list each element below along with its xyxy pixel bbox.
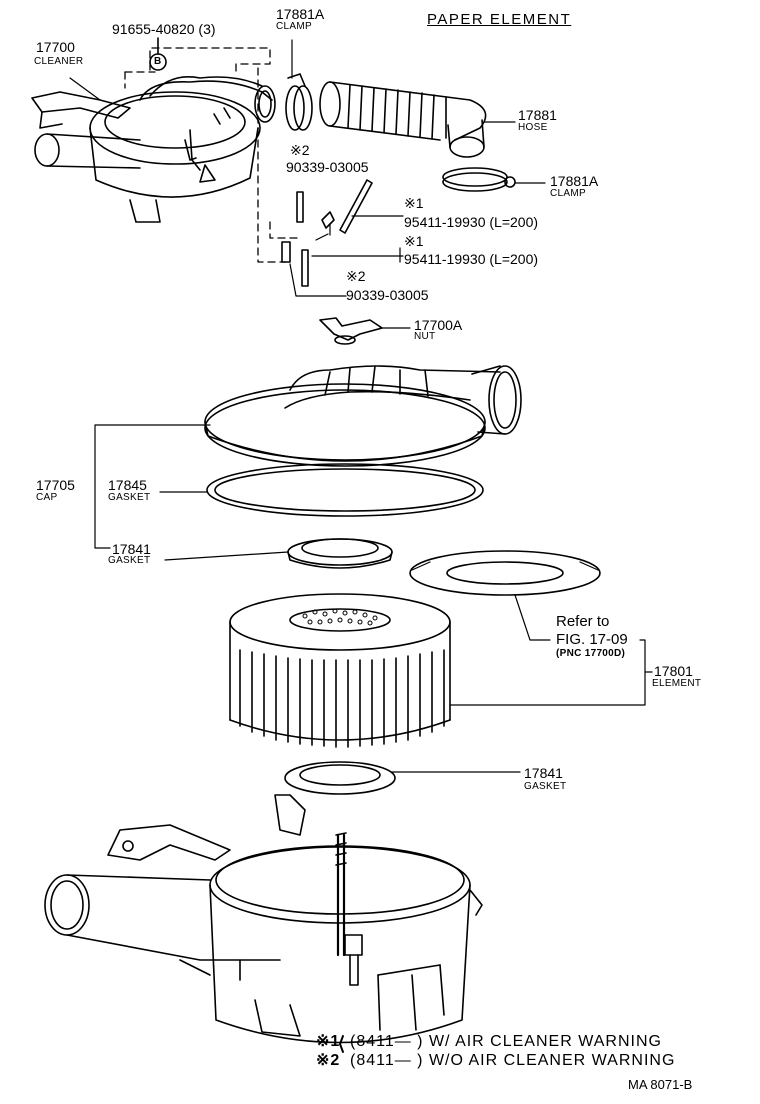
part-name-nut: NUT bbox=[414, 331, 436, 342]
hose-17881 bbox=[319, 81, 516, 158]
element-17801 bbox=[229, 593, 451, 748]
leader-lines bbox=[94, 247, 653, 706]
footnote-mark-2: ※2 bbox=[316, 1052, 341, 1069]
wing-nut-17700a bbox=[319, 317, 411, 345]
footnote-brackets bbox=[339, 1035, 344, 1053]
mark-2-top: ※2 bbox=[290, 142, 310, 158]
gasket-17841-upper bbox=[287, 538, 393, 569]
dashed-grouping-lines bbox=[124, 47, 299, 263]
part-name-cleaner: CLEANER bbox=[34, 56, 84, 67]
cleaner-assembly-small bbox=[31, 76, 276, 223]
leader-17700 bbox=[69, 77, 101, 101]
part-number-17700a: 17700A bbox=[414, 317, 463, 333]
part-name-clamp-right: CLAMP bbox=[550, 188, 586, 199]
part-number-17841-right: 17841 bbox=[524, 765, 563, 781]
circle-b-label: B bbox=[154, 56, 162, 67]
part-number-17881: 17881 bbox=[518, 107, 557, 123]
part-name-gasket-17841-left: GASKET bbox=[108, 555, 151, 566]
circle-b-marker bbox=[149, 37, 167, 71]
footnote-text-1: (8411— ) W/ AIR CLEANER WARNING bbox=[350, 1033, 662, 1050]
diagram-title: PAPER ELEMENT bbox=[427, 11, 572, 28]
part-number-90339-bottom: 90339-03005 bbox=[346, 287, 429, 303]
part-number-17801: 17801 bbox=[654, 663, 693, 679]
part-number-91655: 91655-40820 (3) bbox=[112, 21, 216, 37]
figure-id: MA 8071-B bbox=[628, 1077, 693, 1092]
part-number-90339-top: 90339-03005 bbox=[286, 159, 369, 175]
part-number-17881a-top: 17881A bbox=[276, 6, 325, 22]
part-number-17841-left: 17841 bbox=[112, 541, 151, 557]
mark-1-top: ※1 bbox=[404, 195, 424, 211]
cleaner-body-large bbox=[44, 794, 483, 1044]
part-name-element: ELEMENT bbox=[652, 678, 702, 689]
clamp-17881a-right bbox=[442, 167, 546, 192]
refer-to-text: Refer to bbox=[556, 613, 610, 630]
figure-reference: FIG. 17-09 bbox=[556, 631, 628, 648]
part-name-gasket-17845: GASKET bbox=[108, 492, 151, 503]
footnote-text-2: (8411— ) W/O AIR CLEANER WARNING bbox=[350, 1052, 676, 1069]
cap-17705 bbox=[204, 365, 522, 467]
part-name-gasket-17841-right: GASKET bbox=[524, 781, 567, 792]
mark-1-mid: ※1 bbox=[404, 233, 424, 249]
pnc-reference: (PNC 17700D) bbox=[556, 648, 626, 659]
part-number-95411-top: 95411-19930 (L=200) bbox=[404, 214, 539, 230]
part-name-cap: CAP bbox=[36, 492, 58, 503]
part-number-17700: 17700 bbox=[36, 39, 75, 55]
part-number-17705: 17705 bbox=[36, 477, 75, 493]
part-number-17845: 17845 bbox=[108, 477, 147, 493]
mark-2-bottom: ※2 bbox=[346, 268, 366, 284]
part-name-hose: HOSE bbox=[518, 122, 548, 133]
part-number-17881a-right: 17881A bbox=[550, 173, 599, 189]
footnote-mark-1: ※1 bbox=[316, 1033, 341, 1050]
gasket-17841-lower bbox=[284, 761, 521, 795]
part-name-clamp-top: CLAMP bbox=[276, 21, 312, 32]
vacuum-tubes bbox=[281, 179, 404, 297]
clamp-17881a-top bbox=[285, 39, 313, 131]
gasket-17845 bbox=[206, 463, 484, 517]
part-number-95411-mid: 95411-19930 (L=200) bbox=[404, 251, 539, 267]
ring-gasket-17700d bbox=[409, 550, 601, 641]
